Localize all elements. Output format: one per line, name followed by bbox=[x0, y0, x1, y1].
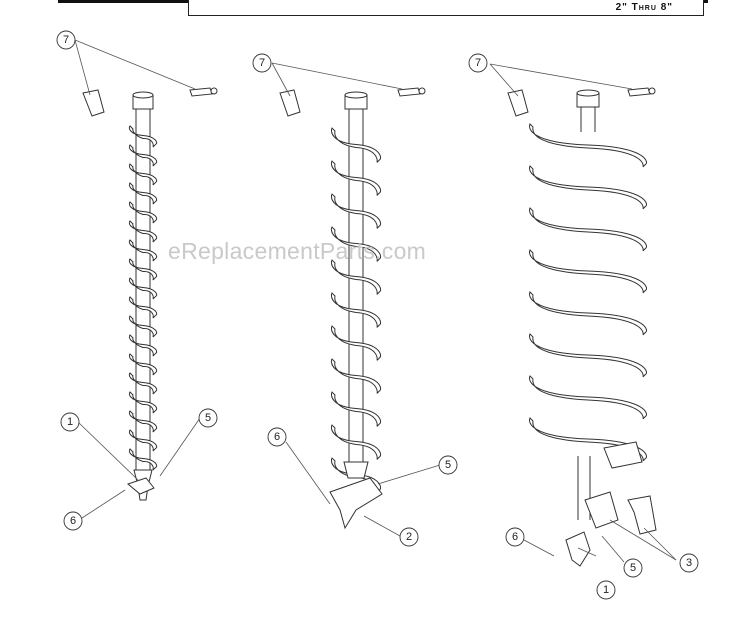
callout-right-7-label: 7 bbox=[475, 57, 481, 69]
callout-middle-6: 6 bbox=[267, 427, 287, 447]
auger-medium bbox=[271, 62, 441, 537]
auger-large-flight bbox=[529, 291, 647, 336]
auger-small-pin-7 bbox=[82, 87, 218, 117]
auger-medium-flight bbox=[330, 325, 382, 361]
callout-left-5: 5 bbox=[198, 408, 218, 428]
auger-small-flight bbox=[128, 315, 158, 338]
auger-small-flight bbox=[128, 372, 158, 395]
callouts: 7 1 5 6 7 6 5 2 7 6 1 5 3 bbox=[56, 30, 699, 600]
auger-medium-flight bbox=[330, 127, 382, 163]
auger-large-pin-7 bbox=[507, 87, 656, 117]
auger-small-flight bbox=[128, 334, 158, 357]
callout-middle-6-label: 6 bbox=[274, 431, 280, 443]
auger-medium-flight bbox=[330, 391, 382, 427]
callout-right-1: 1 bbox=[596, 580, 616, 600]
auger-medium-flight bbox=[330, 358, 382, 394]
size-range-label: 2" Thru 8" bbox=[615, 2, 673, 13]
auger-medium-flight bbox=[330, 424, 382, 460]
callout-right-5: 5 bbox=[623, 558, 643, 578]
auger-small bbox=[74, 39, 218, 519]
auger-large-leaders bbox=[489, 63, 677, 563]
auger-small-flight bbox=[128, 201, 158, 224]
auger-large bbox=[489, 63, 677, 567]
auger-medium-flight bbox=[330, 259, 382, 295]
auger-medium-leaders bbox=[271, 62, 441, 537]
auger-small-flight bbox=[128, 391, 158, 414]
auger-small-flight bbox=[128, 182, 158, 205]
callout-right-5-label: 5 bbox=[630, 562, 636, 574]
auger-medium-flights bbox=[330, 127, 382, 493]
callout-left-1: 1 bbox=[60, 412, 80, 432]
auger-small-flight bbox=[128, 239, 158, 262]
auger-large-flight bbox=[529, 417, 647, 462]
callout-left-5-label: 5 bbox=[205, 412, 211, 424]
auger-small-flight bbox=[128, 429, 158, 452]
auger-large-flight bbox=[529, 249, 647, 294]
auger-small-flight bbox=[128, 163, 158, 186]
auger-small-flight bbox=[128, 125, 158, 148]
callout-right-6-label: 6 bbox=[512, 531, 518, 543]
auger-small-flight bbox=[128, 220, 158, 243]
auger-large-flights bbox=[529, 123, 647, 462]
watermark: eReplacementParts.com bbox=[168, 238, 427, 264]
auger-large-flight bbox=[529, 123, 647, 168]
callout-left-6: 6 bbox=[63, 511, 83, 531]
auger-large-flight bbox=[529, 207, 647, 252]
auger-small-blade bbox=[126, 477, 155, 495]
callout-right-6: 6 bbox=[505, 527, 525, 547]
auger-small-flight bbox=[128, 410, 158, 433]
header-box: 2" Thru 8" bbox=[188, 0, 704, 16]
auger-medium-flight bbox=[330, 226, 382, 262]
callout-right-3: 3 bbox=[679, 553, 699, 573]
callout-middle-2-label: 2 bbox=[406, 531, 412, 543]
callout-middle-7-label: 7 bbox=[259, 57, 265, 69]
auger-large-flight bbox=[529, 375, 647, 420]
auger-large-tip bbox=[565, 531, 591, 567]
callout-right-7: 7 bbox=[468, 53, 488, 73]
callout-middle-7: 7 bbox=[252, 53, 272, 73]
auger-large-flight bbox=[529, 333, 647, 378]
auger-small-flights bbox=[128, 125, 158, 471]
auger-small-flight bbox=[128, 277, 158, 300]
auger-large-tooth-b bbox=[627, 495, 657, 535]
auger-small-flight bbox=[128, 258, 158, 281]
auger-large-teeth bbox=[603, 441, 643, 469]
auger-medium-tip bbox=[343, 461, 369, 479]
auger-small-hub-top bbox=[132, 91, 154, 99]
auger-medium-flight bbox=[330, 160, 382, 196]
auger-large-tooth-a bbox=[584, 491, 619, 529]
auger-large-flight bbox=[529, 165, 647, 210]
auger-small-flight bbox=[128, 448, 158, 471]
auger-medium-flight bbox=[330, 193, 382, 229]
callout-middle-5: 5 bbox=[438, 455, 458, 475]
callout-left-6-label: 6 bbox=[70, 515, 76, 527]
auger-medium-blade bbox=[329, 477, 383, 530]
auger-small-leaders bbox=[74, 39, 201, 519]
callout-left-7-label: 7 bbox=[63, 34, 69, 46]
callout-left-1-label: 1 bbox=[67, 416, 73, 428]
auger-small-flight bbox=[128, 353, 158, 376]
callout-middle-5-label: 5 bbox=[445, 459, 451, 471]
auger-small-flight bbox=[128, 296, 158, 319]
callout-left-7: 7 bbox=[56, 30, 76, 50]
auger-medium-flight bbox=[330, 292, 382, 328]
callout-right-3-label: 3 bbox=[686, 557, 692, 569]
auger-large-hub-top bbox=[576, 89, 600, 97]
auger-medium-hub-top bbox=[344, 91, 368, 99]
auger-small-flight bbox=[128, 144, 158, 167]
callout-right-1-label: 1 bbox=[603, 584, 609, 596]
auger-medium-pin-7 bbox=[279, 87, 426, 117]
callout-middle-2: 2 bbox=[399, 527, 419, 547]
